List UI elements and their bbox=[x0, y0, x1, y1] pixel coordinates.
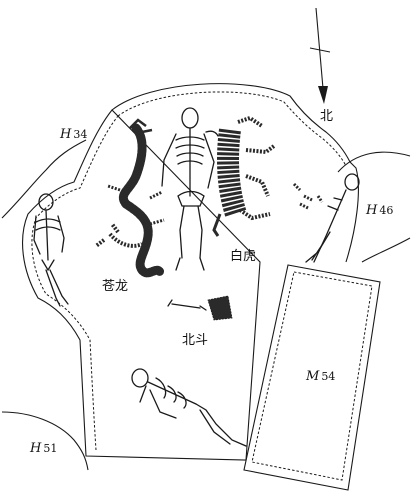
tomb-m45-outline bbox=[22, 83, 359, 461]
skeleton-h46 bbox=[292, 173, 360, 263]
pit-h34-outline bbox=[1, 139, 87, 219]
tomb-m54 bbox=[243, 264, 381, 491]
baihu-tiger-mosaic bbox=[212, 115, 276, 237]
pit-h46-outline bbox=[337, 151, 411, 263]
skeleton-h34 bbox=[33, 193, 69, 307]
label-beidou: 北斗 bbox=[182, 333, 208, 348]
tomb-m45-dashed-outline bbox=[31, 91, 347, 451]
north-arrow bbox=[309, 7, 331, 104]
beidou-dipper bbox=[167, 295, 233, 321]
label-baihu: 白虎 bbox=[230, 248, 256, 264]
lower-skeleton bbox=[131, 368, 247, 447]
pit-h51-outline bbox=[1, 411, 89, 471]
north-label: 北 bbox=[320, 109, 333, 124]
label-canglong: 苍龙 bbox=[102, 279, 128, 294]
central-skeleton bbox=[161, 107, 219, 271]
canglong-dragon-mosaic bbox=[94, 118, 165, 278]
